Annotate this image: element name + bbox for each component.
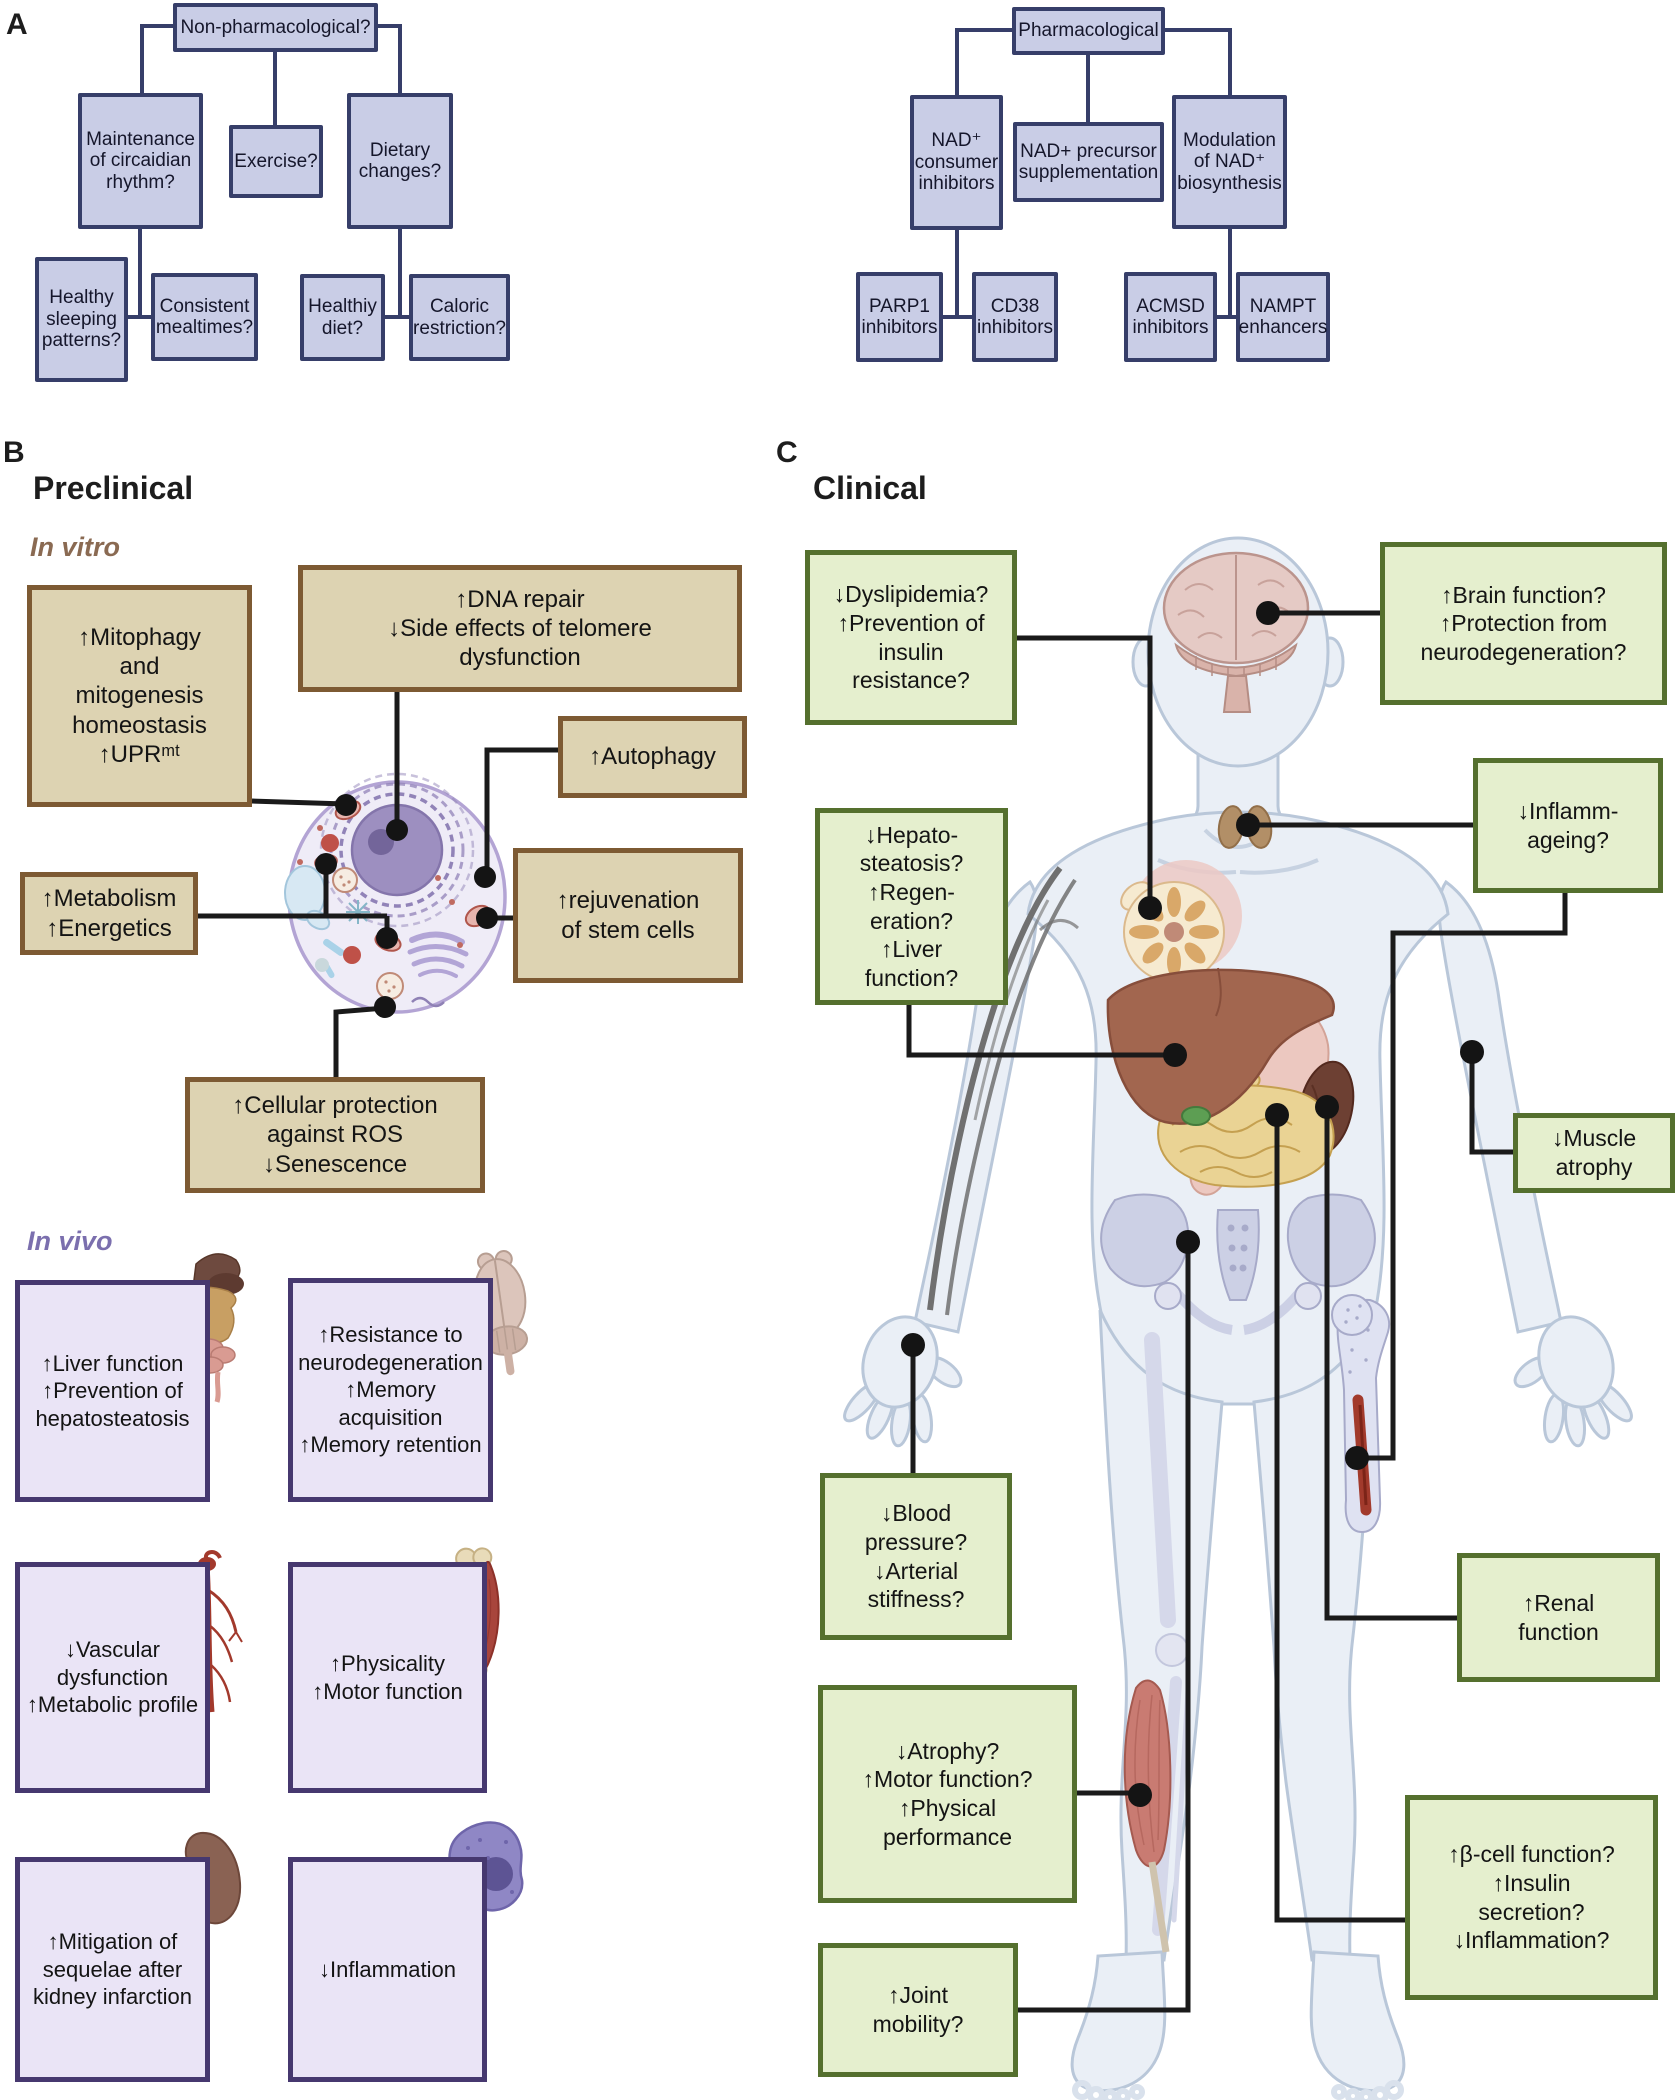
box-neurodegeneration-resistance: ↑Resistance to neurodegeneration ↑Memory…	[288, 1278, 493, 1502]
box-circadian-rhythm: Maintenance of circaidian rhythm?	[78, 93, 203, 229]
panel-b-label: B	[3, 436, 25, 469]
box-ros-protection: ↑Cellular protection against ROS ↓Senesc…	[185, 1077, 485, 1193]
box-inflammation: ↓Inflammation	[288, 1857, 487, 2082]
box-kidney-infarction: ↑Mitigation of sequelae after kidney inf…	[15, 1857, 210, 2082]
box-inflammageing: ↓Inflamm- ageing?	[1473, 758, 1663, 893]
box-dietary-changes: Dietary changes?	[347, 93, 453, 229]
box-nad-consumer-inhibitors: NAD⁺ consumer inhibitors	[910, 95, 1003, 230]
box-acmsd-inhibitors: ACMSD inhibitors	[1124, 272, 1217, 362]
preclinical-connectors	[198, 692, 558, 1077]
box-dyslipidemia: ↓Dyslipidemia? ↑Prevention of insulin re…	[805, 550, 1017, 725]
box-joint-mobility: ↑Joint mobility?	[818, 1943, 1018, 2077]
box-beta-cell-function: ↑β-cell function? ↑Insulin secretion? ↓I…	[1405, 1795, 1658, 2000]
box-healthy-diet: Healthiy diet?	[300, 274, 385, 361]
panel-c-label: C	[776, 436, 798, 469]
breast-icon	[1120, 860, 1242, 983]
box-nampt-enhancers: NAMPT enhancers	[1236, 272, 1330, 362]
box-nad-precursor: NAD+ precursor supplementation	[1013, 122, 1164, 202]
box-hepatosteatosis: ↓Hepato- steatosis? ↑Regen- eration? ↑Li…	[815, 808, 1008, 1005]
clinical-dots	[901, 601, 1484, 1807]
box-metabolism: ↑Metabolism ↑Energetics	[20, 872, 198, 955]
brain-icon	[1162, 551, 1310, 713]
in-vivo-label: In vivo	[27, 1226, 113, 1256]
box-consistent-mealtimes: Consistent mealtimes?	[151, 273, 258, 361]
pelvis-icon	[1100, 1193, 1376, 1335]
calf-muscle-icon	[1123, 1679, 1172, 1953]
box-physicality: ↑Physicality ↑Motor function	[288, 1562, 487, 1793]
box-mitophagy: ↑Mitophagy and mitogenesis homeostasis ↑…	[27, 585, 252, 807]
box-blood-pressure: ↓Blood pressure? ↓Arterial stiffness?	[820, 1473, 1012, 1640]
box-autophagy: ↑Autophagy	[558, 716, 747, 798]
box-cd38-inhibitors: CD38 inhibitors	[972, 272, 1058, 362]
box-exercise: Exercise?	[229, 125, 323, 198]
box-non-pharmacological: Non-pharmacological?	[173, 3, 378, 52]
liver-icon	[1106, 967, 1335, 1126]
in-vitro-label: In vitro	[30, 532, 121, 562]
box-dna-repair: ↑DNA repair ↓Side effects of telomere dy…	[298, 565, 742, 692]
box-vascular-dysfunction: ↓Vascular dysfunction ↑Metabolic profile	[15, 1562, 210, 1793]
box-atrophy-motor-function: ↓Atrophy? ↑Motor function? ↑Physical per…	[818, 1685, 1077, 1903]
box-stem-cell-rejuvenation: ↑rejuvenation of stem cells	[513, 848, 743, 983]
cell-icon	[284, 772, 507, 1014]
box-pharmacological: Pharmacological	[1012, 7, 1165, 55]
box-liver-function: ↑Liver function ↑Prevention of hepatoste…	[15, 1280, 210, 1502]
box-caloric-restriction: Caloric restriction?	[409, 274, 510, 361]
clinical-connectors	[906, 610, 1568, 2013]
clinical-title: Clinical	[813, 470, 927, 506]
box-brain-function: ↑Brain function? ↑Protection from neurod…	[1380, 542, 1667, 705]
panel-a-label: A	[6, 8, 28, 41]
right-hand	[1513, 1315, 1633, 1448]
box-nad-biosynthesis: Modulation of NAD⁺ biosynthesis	[1172, 95, 1287, 229]
box-muscle-atrophy: ↓Muscle atrophy	[1513, 1113, 1675, 1193]
preclinical-dots	[315, 794, 498, 1018]
box-renal-function: ↑Renal function	[1457, 1553, 1660, 1682]
box-parp1-inhibitors: PARP1 inhibitors	[856, 272, 943, 362]
box-sleeping-patterns: Healthy sleeping patterns?	[35, 257, 128, 382]
flowchart-connectors	[128, 24, 1236, 319]
preclinical-title: Preclinical	[33, 470, 194, 506]
